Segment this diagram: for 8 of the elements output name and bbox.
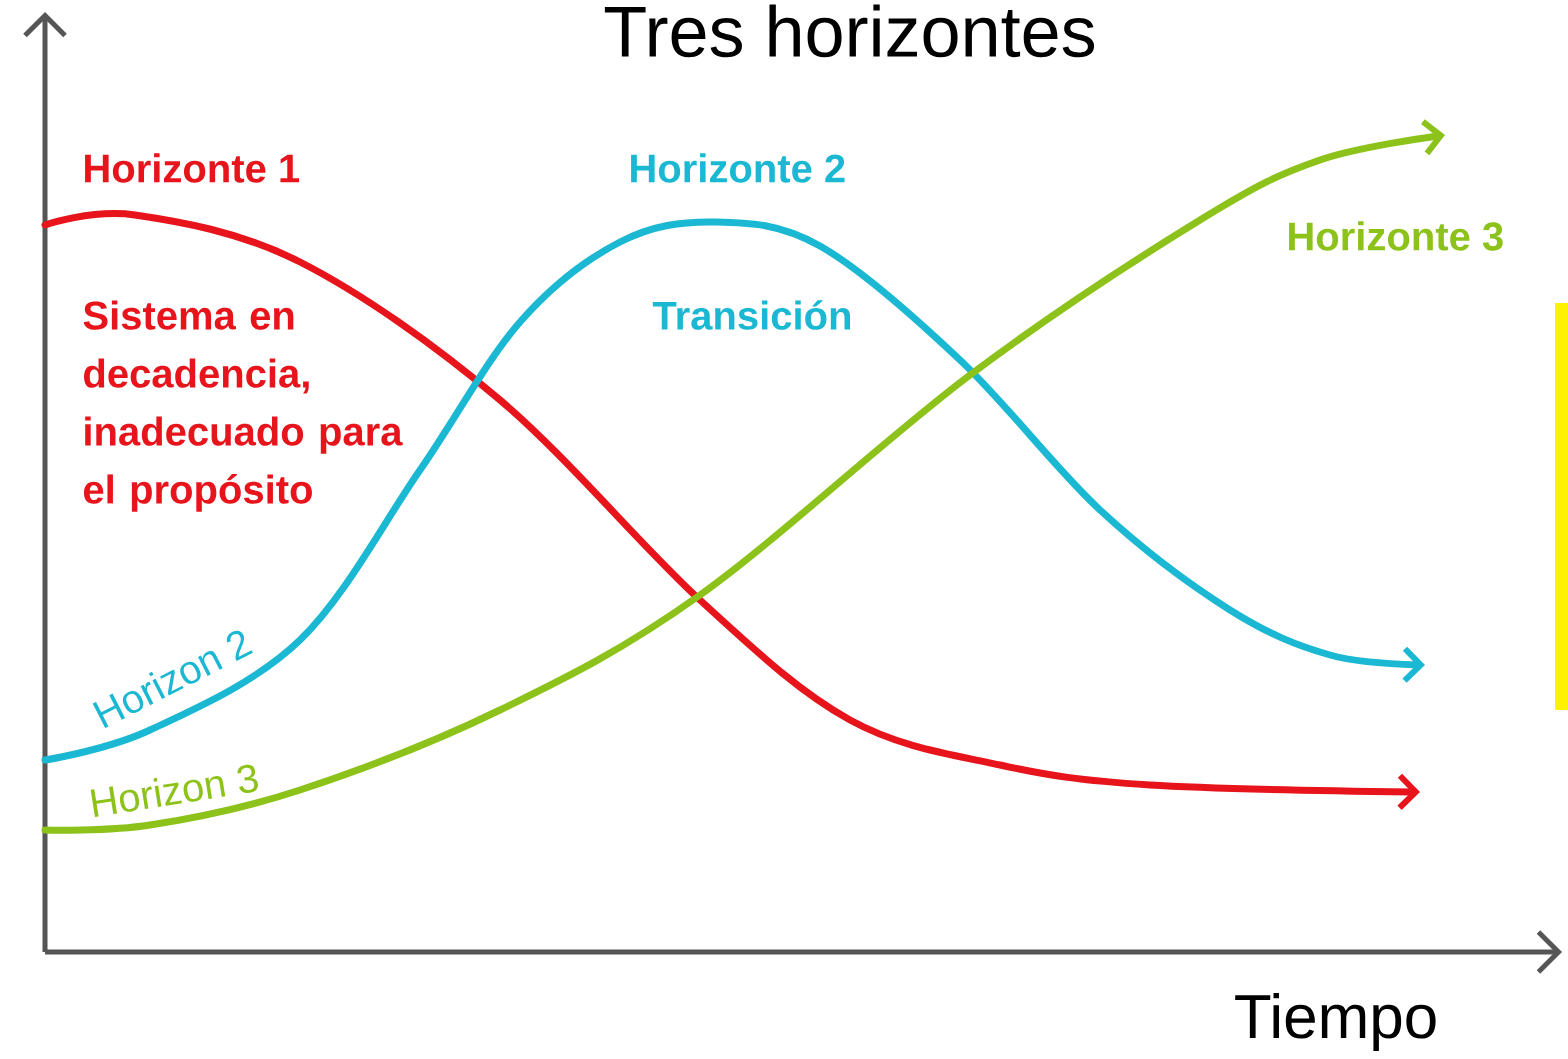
curve-label: Horizonte 2 bbox=[631, 153, 845, 183]
curve-label: Horizonte 3 bbox=[1289, 221, 1503, 251]
axis-label: Tiempo bbox=[1235, 993, 1436, 1051]
curve-label: Horizonte 1 bbox=[85, 153, 300, 183]
curve-label: Horizon 3 bbox=[90, 764, 258, 817]
curve-label: Transición bbox=[652, 300, 850, 330]
chart-title: Tres horizontes bbox=[604, 4, 1095, 58]
description-text: Sistema en decadencia, inadecuado para el propósito bbox=[83, 300, 403, 512]
